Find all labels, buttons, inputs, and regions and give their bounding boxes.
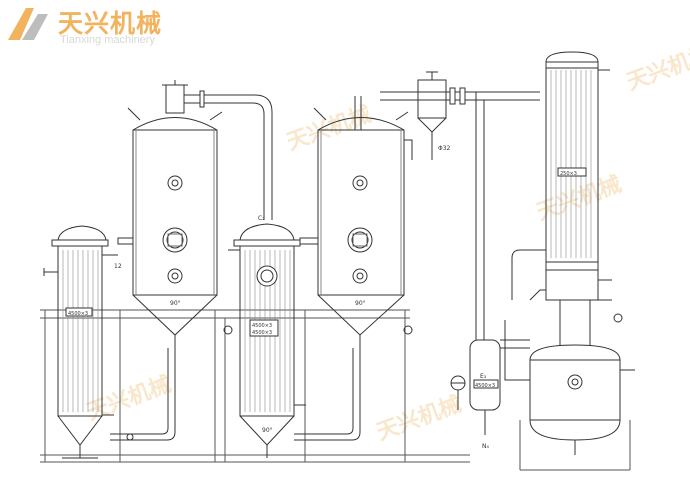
heater2-tag-a: 4500×3	[252, 323, 272, 329]
label-c2: C₂	[258, 215, 265, 222]
heater-1: 4500×3 12	[43, 225, 122, 459]
mist-trap: Φ32	[417, 71, 451, 160]
support-frame	[40, 309, 631, 471]
top-vapor-line	[354, 87, 540, 130]
brand-name-cn: 天兴机械	[58, 9, 163, 38]
separator-2: 90°	[299, 107, 413, 348]
vapor-pipe-1	[184, 90, 273, 220]
inlet-32-label: Φ32	[438, 145, 451, 152]
return-pipe-1	[110, 348, 176, 441]
watermark-3: 天兴机械	[84, 372, 175, 426]
heater2-tag-b: 4500×3	[252, 330, 272, 336]
heater-2: C₂ 4500×3 4500×3 90°	[228, 215, 306, 458]
watermark-5: 天兴机械	[534, 172, 625, 226]
brand-logo: 天兴机械 Tianxing machinery	[4, 4, 204, 50]
label-90-a: 90°	[170, 300, 181, 307]
return-pipe-2	[294, 348, 361, 441]
separator-tag: 4500×3	[475, 383, 495, 389]
receiver-tank	[529, 300, 635, 455]
label-12: 12	[114, 263, 122, 270]
separator-1: 90°	[117, 80, 223, 348]
condenser-tag: 250×3	[560, 171, 577, 177]
watermark-4: 天兴机械	[374, 392, 465, 446]
watermark-group: 天兴机械 天兴机械 天兴机械 天兴机械 天兴机械	[84, 42, 690, 446]
condenser: 250×3	[534, 51, 612, 301]
brand-name-en: Tianxing machinery	[60, 34, 155, 46]
label-90-c: 90°	[355, 300, 366, 307]
small-separator: 4500×3 E₃ N₄	[450, 92, 501, 450]
label-90-b: 90°	[262, 427, 273, 434]
gauges	[223, 313, 623, 335]
e-tag: E₃	[480, 373, 487, 380]
heater1-tag-a: 4500×3	[68, 311, 88, 317]
logo-icon	[8, 8, 48, 40]
watermark-2: 天兴机械	[624, 42, 690, 96]
n-tag: N₄	[482, 443, 489, 450]
condensate-pipes	[500, 249, 546, 381]
